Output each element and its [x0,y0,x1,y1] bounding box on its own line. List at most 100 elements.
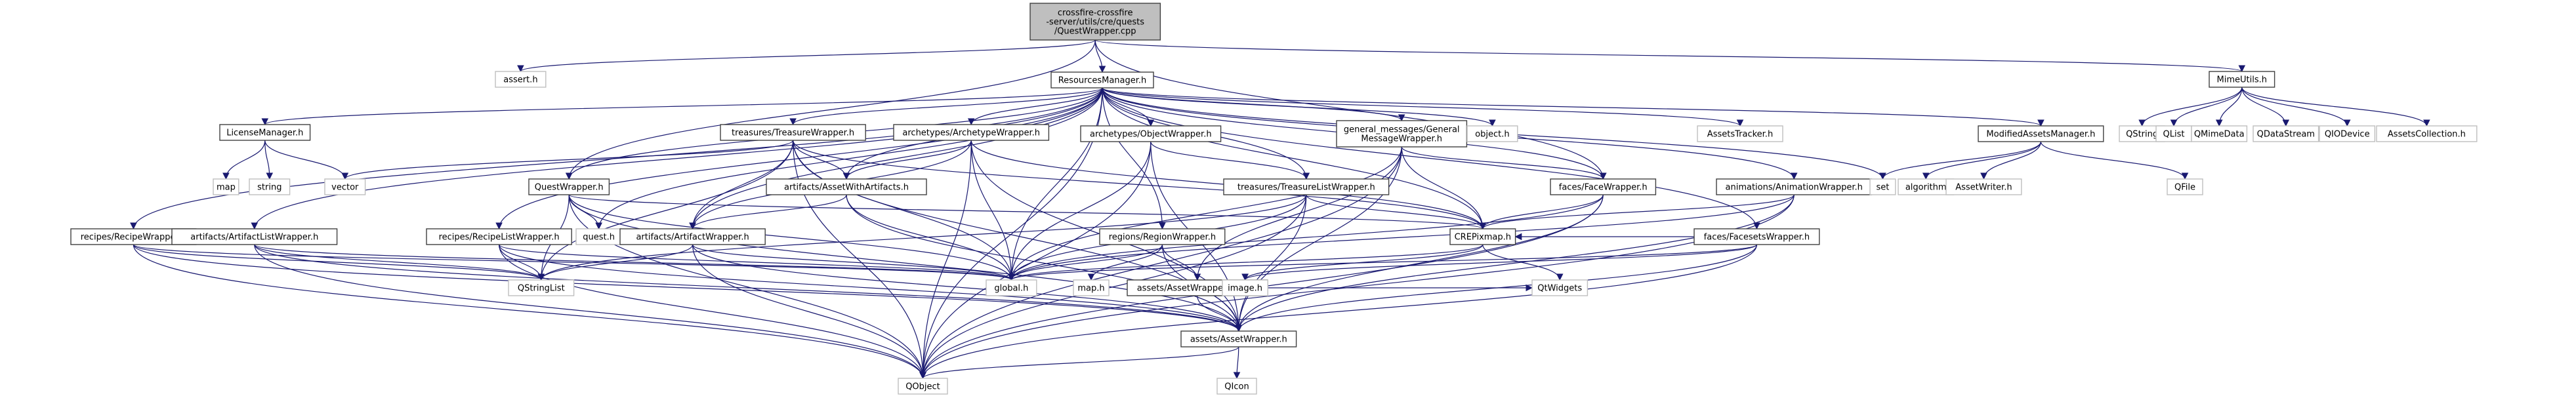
node-rlw[interactable]: recipes/RecipeListWrapper.h [426,228,572,245]
edge-aw-to-qobject [919,140,972,380]
edge-tlw-to-qobject [919,194,1307,380]
node-label: regions/RegionWrapper.h [1109,233,1216,243]
edge-rm-to-rlw [495,87,1103,230]
edge-arw-to-qobject [692,244,926,380]
node-qw[interactable]: QuestWrapper.h [528,178,610,195]
edge-rm-to-tw [789,87,1103,126]
edge-alw-to-qobject [254,244,926,380]
node-box [213,178,239,195]
node-mime[interactable]: MimeUtils.h [2209,71,2275,88]
node-label: LicenseManager.h [226,129,303,138]
edge-mam-to-awr [1980,141,2041,180]
edge-mime-to-qstring [2138,87,2243,127]
node-label: AssetsTracker.h [1707,130,1773,140]
node-box [1869,178,1896,195]
node-regw[interactable]: regions/RegionWrapper.h [1099,228,1226,245]
node-anw[interactable]: animations/AnimationWrapper.h [1716,178,1873,195]
edge-lic-to-string [264,140,274,180]
edge-rm-to-questh [595,87,1103,230]
node-ac[interactable]: AssetsCollection.h [2376,125,2478,142]
edge-tlw-to-qsl [537,194,1307,281]
node-mam[interactable]: ModifiedAssetsManager.h [1978,125,2104,142]
node-label: map [217,183,236,193]
edge-tw-to-global [793,140,1015,281]
node-box [219,124,311,141]
edge-regw-to-awp [1161,244,1201,281]
node-box [2376,125,2478,142]
edge-tlw-to-crep [1306,194,1487,230]
node-label: crossfire-crossfire [1058,9,1133,18]
node-lic[interactable]: LicenseManager.h [219,124,311,141]
node-fsw[interactable]: faces/FacesetsWrapper.h [1693,228,1820,245]
node-qfile[interactable]: QFile [2167,178,2203,195]
node-label: faces/FacesetsWrapper.h [1704,233,1810,243]
node-box [508,279,575,296]
node-box [1073,279,1110,296]
node-alw[interactable]: artifacts/ArtifactListWrapper.h [171,228,338,245]
edge-fw-to-crep [1479,194,1604,230]
node-ow[interactable]: archetypes/ObjectWrapper.h [1080,125,1222,142]
node-objh[interactable]: object.h [1466,125,1518,142]
node-aw[interactable]: archetypes/ArchetypeWrapper.h [893,124,1050,141]
node-box [1099,228,1226,245]
edge-mam-to-set [1879,141,2041,180]
node-global[interactable]: global.h [986,279,1037,296]
node-vector[interactable]: vector [324,178,366,195]
node-qsl[interactable]: QStringList [508,279,575,296]
edge-ow-to-global [1008,141,1152,281]
node-box [1550,178,1657,195]
edge-mam-to-algo [1922,141,2041,180]
edge-tlw-to-asw [1235,194,1307,332]
node-at[interactable]: AssetsTracker.h [1697,125,1783,142]
node-rm[interactable]: ResourcesManager.h [1050,71,1154,89]
node-label: recipes/RecipeListWrapper.h [439,233,560,243]
node-awr[interactable]: AssetWriter.h [1945,178,2022,195]
node-image[interactable]: image.h [1222,279,1268,296]
edge-anw-to-qobject [919,194,1795,380]
node-qlist[interactable]: QList [2155,125,2192,142]
node-qds[interactable]: QDataStream [2253,125,2319,142]
node-string[interactable]: string [249,178,291,195]
node-box [986,279,1037,296]
node-qtw[interactable]: QtWidgets [1531,279,1589,296]
node-box [1697,125,1783,142]
edge-anw-to-crep [1479,194,1795,230]
node-crep[interactable]: CREPixmap.h [1449,228,1516,245]
edge-arw-to-asw [692,244,1243,332]
node-qmime[interactable]: QMimeData [2191,125,2248,142]
node-set[interactable]: set [1869,178,1896,195]
edge-gm-to-crep [1401,146,1487,230]
edge-rm-to-crep [1102,87,1487,230]
node-label: QtWidgets [1537,284,1582,294]
node-qio[interactable]: QIODevice [2319,125,2376,142]
node-label: artifacts/AssetWithArtifacts.h [784,183,909,193]
node-maph[interactable]: map.h [1073,279,1110,296]
edge-lic-to-map [222,140,266,180]
node-assert[interactable]: assert.h [495,71,547,88]
node-map[interactable]: map [213,178,239,195]
edge-mime-to-qmime [2215,87,2243,127]
node-questh[interactable]: quest.h [575,228,622,245]
node-awa[interactable]: artifacts/AssetWithArtifacts.h [766,178,927,195]
node-arw[interactable]: artifacts/ArtifactWrapper.h [619,228,766,245]
edge-anw-to-asw [1235,194,1795,332]
node-tw[interactable]: treasures/TreasureWrapper.h [720,124,866,141]
node-label: treasures/TreasureWrapper.h [732,129,854,138]
node-tlw[interactable]: treasures/TreasureListWrapper.h [1223,178,1390,195]
node-label: MimeUtils.h [2217,75,2267,85]
node-qobject[interactable]: QObject [898,378,948,395]
edge-rm-to-arw [689,87,1103,230]
node-box [1693,228,1820,245]
node-asw[interactable]: assets/AssetWrapper.h [1180,330,1297,347]
node-label: general_messages/General [1344,125,1460,135]
node-fw[interactable]: faces/FaceWrapper.h [1550,178,1657,195]
edge-crep-to-image [1241,244,1484,281]
node-qicon[interactable]: QIcon [1216,378,1257,395]
node-algo[interactable]: algorithm [1898,178,1955,195]
edge-qw-to-global [568,194,1015,281]
edge-tw-to-qobject [793,140,926,380]
node-label: object.h [1475,130,1509,140]
node-root[interactable]: crossfire-crossfire-server/utils/cre/que… [1029,3,1161,41]
node-label: CREPixmap.h [1455,233,1511,243]
